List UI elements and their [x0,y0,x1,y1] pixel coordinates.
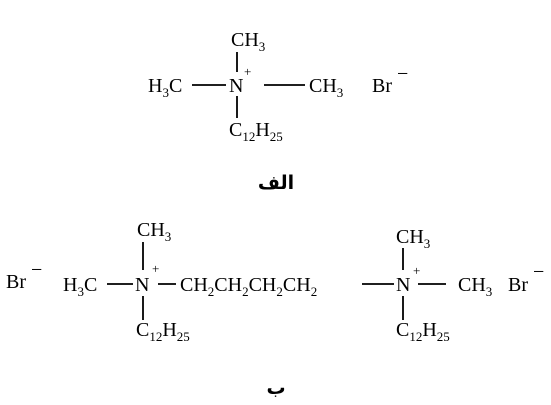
a-bromide-charge: − [397,63,408,85]
b-n2-dodecyl-chain: C12H25 [396,319,450,344]
b-nitrogen-2: N [396,274,410,296]
a-nitrogen-charge: + [244,64,251,79]
a-methyl-top: CH3 [231,29,265,54]
a-bromide: Br [372,75,392,97]
a-nitrogen: N [229,75,243,97]
b-spacer-chain: CH2CH2CH2CH2 [180,274,317,299]
a-dodecyl-chain: C12H25 [229,119,283,144]
a-methyl-left: H3C [148,75,182,100]
b-n1-dodecyl-chain: C12H25 [136,319,190,344]
b-caption: ب [266,377,285,399]
b-bromide-left-charge: − [31,259,42,281]
a-caption: الف [258,172,294,194]
a-methyl-right: CH3 [309,75,343,100]
b-methyl-left: H3C [63,274,97,299]
b-methyl-right: CH3 [458,274,492,299]
b-n2-methyl-top: CH3 [396,226,430,251]
b-nitrogen-2-charge: + [413,263,420,278]
structure-b: Br − H3C N + CH3 C12H25 CH2CH2CH2CH2 N +… [6,219,544,399]
b-nitrogen-1: N [135,274,149,296]
b-nitrogen-1-charge: + [152,261,159,276]
b-bromide-left: Br [6,271,26,293]
b-bromide-right-charge: − [533,261,544,283]
b-bromide-right: Br [508,274,528,296]
structure-a: CH3 H3C N + CH3 Br − C12H25 الف [148,29,408,194]
b-n1-methyl-top: CH3 [137,219,171,244]
